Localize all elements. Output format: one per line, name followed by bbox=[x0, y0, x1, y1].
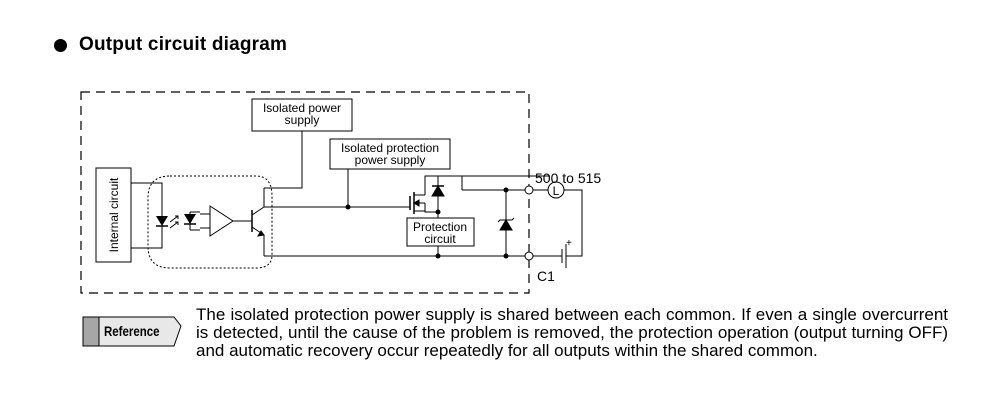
output-circuit-diagram: Isolated power supply Isolated protectio… bbox=[80, 91, 601, 294]
common-terminal bbox=[524, 251, 534, 261]
output-transistor-icon bbox=[251, 188, 265, 256]
mosfet-icon bbox=[409, 175, 550, 214]
load-icon: L bbox=[547, 181, 565, 199]
isolated-power-supply-line2: supply bbox=[285, 113, 320, 127]
photodiode-icon bbox=[184, 211, 200, 231]
zener-diode-icon bbox=[497, 190, 515, 256]
isolated-protection-line1: Isolated protection bbox=[341, 141, 439, 155]
protection-circuit-line1: Protection bbox=[413, 220, 467, 234]
isolated-power-supply-box: Isolated power supply bbox=[251, 98, 353, 132]
reference-note: The isolated protection power supply is … bbox=[196, 305, 948, 360]
internal-circuit-label: Internal circuit bbox=[107, 177, 121, 252]
isolated-power-supply-line1: Isolated power bbox=[263, 101, 341, 115]
isolated-protection-line2: power supply bbox=[355, 153, 426, 167]
protection-circuit-line2: circuit bbox=[424, 232, 456, 246]
isolated-protection-power-supply-box: Isolated protection power supply bbox=[329, 138, 451, 170]
output-terminal-label: 500 to 515 bbox=[535, 170, 601, 186]
output-terminal bbox=[524, 185, 534, 195]
section-heading: Output circuit diagram bbox=[54, 34, 287, 56]
bullet-icon bbox=[54, 38, 67, 52]
battery-icon: + bbox=[561, 238, 572, 268]
internal-circuit-box: Internal circuit bbox=[95, 167, 132, 263]
protection-circuit-box: Protection circuit bbox=[406, 217, 475, 256]
reference-badge bbox=[82, 316, 182, 347]
page-title: Output circuit diagram bbox=[79, 34, 288, 55]
module-boundary bbox=[80, 91, 530, 294]
junction-dot bbox=[345, 204, 351, 210]
photocoupler-outline bbox=[147, 175, 273, 269]
common-label: C1 bbox=[537, 268, 555, 284]
led-wires bbox=[131, 182, 163, 249]
amplifier-icon bbox=[200, 205, 252, 237]
external-wiring bbox=[533, 189, 583, 257]
load-symbol: L bbox=[553, 184, 560, 198]
body-diode-icon bbox=[431, 176, 445, 218]
battery-plus: + bbox=[566, 238, 572, 249]
led-icon bbox=[156, 215, 179, 229]
reference-badge-label: Reference bbox=[104, 323, 160, 339]
supply-wires bbox=[264, 131, 550, 257]
